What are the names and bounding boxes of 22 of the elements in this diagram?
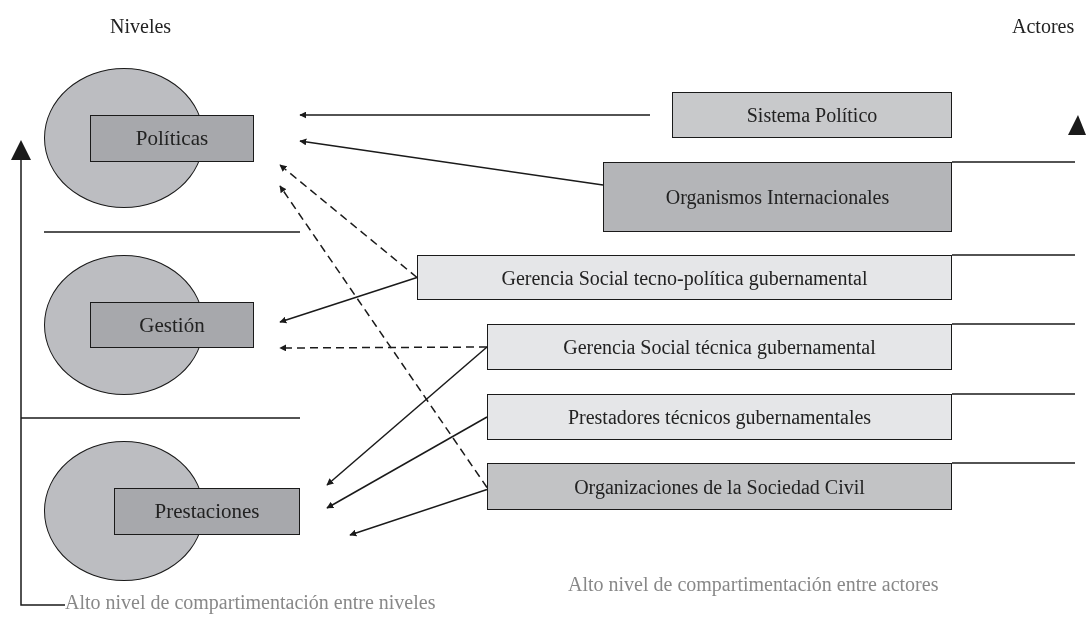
label-text: Niveles: [110, 16, 172, 36]
actor-box: Gerencia Social tecno-política gubernamental: [417, 255, 952, 300]
arrow: [279, 185, 488, 489]
label-text: Actores: [1012, 16, 1075, 36]
actor-box: Prestadores técnicos gubernamentales: [487, 394, 952, 440]
label-text: Alto nivel de compartimentación entre niveles: [65, 592, 436, 612]
arrow: [279, 344, 488, 352]
arrow: [349, 488, 488, 537]
actor-box: Organismos Internacionales: [603, 162, 952, 232]
arrow: [299, 111, 651, 119]
actor-box: Organizaciones de la Sociedad Civil: [487, 463, 952, 510]
arrow: [279, 164, 418, 279]
actor-box: Sistema Político: [672, 92, 952, 138]
level-label: Gestión: [90, 302, 254, 348]
arrow: [326, 346, 488, 486]
arrow: [326, 416, 488, 509]
level-label: Políticas: [90, 115, 254, 162]
label-text: Alto nivel de compartimentación entre actores: [568, 574, 939, 594]
actor-box: Gerencia Social técnica gubernamental: [487, 324, 952, 370]
arrow: [279, 276, 418, 324]
arrow: [299, 138, 604, 186]
level-label: Prestaciones: [114, 488, 300, 535]
